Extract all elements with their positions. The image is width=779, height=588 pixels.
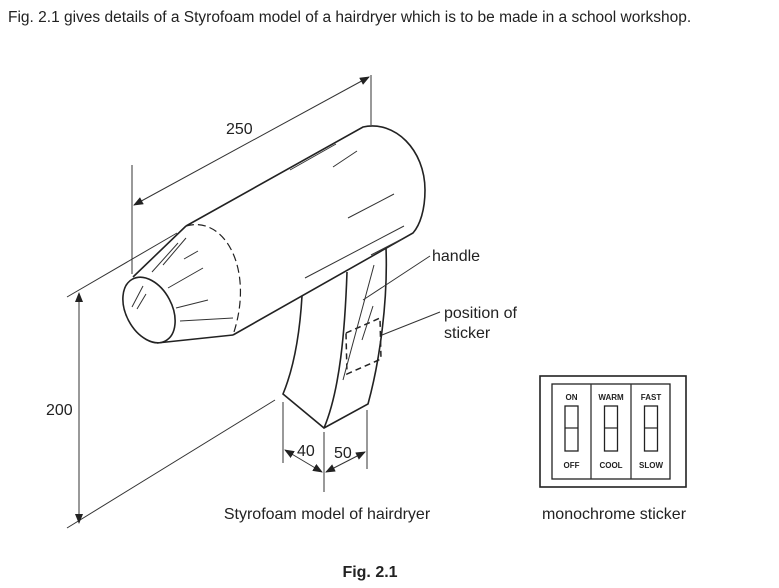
dimension-handle: 40 50	[282, 402, 368, 492]
switch-power: ON OFF	[564, 393, 580, 470]
switch-bottom-label: OFF	[564, 461, 580, 470]
switch-heat: WARM COOL	[598, 393, 624, 470]
figure-caption: Fig. 2.1	[342, 564, 397, 581]
switch-top-label: FAST	[641, 393, 662, 402]
monochrome-sticker: ON OFF WARM COOL FAST SLOW	[539, 375, 687, 488]
dimension-width-label: 50	[334, 445, 352, 462]
sticker-position-label-2: sticker	[444, 325, 491, 342]
intro-text: Fig. 2.1 gives details of a Styrofoam mo…	[8, 9, 692, 26]
sticker-position-outline	[345, 316, 382, 376]
switch-bottom-label: SLOW	[639, 461, 663, 470]
handle-label: handle	[432, 248, 480, 265]
switch-speed: FAST SLOW	[639, 393, 663, 470]
sticker-position-label-1: position of	[444, 305, 517, 322]
sticker-caption: monochrome sticker	[542, 506, 687, 523]
dimension-200: 200	[46, 232, 276, 529]
switch-bottom-label: COOL	[599, 461, 622, 470]
model-caption: Styrofoam model of hairdryer	[224, 506, 431, 523]
dimension-depth-label: 40	[297, 443, 315, 460]
switch-top-label: ON	[566, 393, 578, 402]
dimension-length-label: 250	[226, 121, 253, 138]
dimension-height-label: 200	[46, 402, 73, 419]
dimension-250: 250	[131, 75, 372, 274]
switch-top-label: WARM	[598, 393, 624, 402]
hairdryer-drawing	[122, 125, 426, 429]
callouts: handle position of sticker	[362, 248, 517, 342]
